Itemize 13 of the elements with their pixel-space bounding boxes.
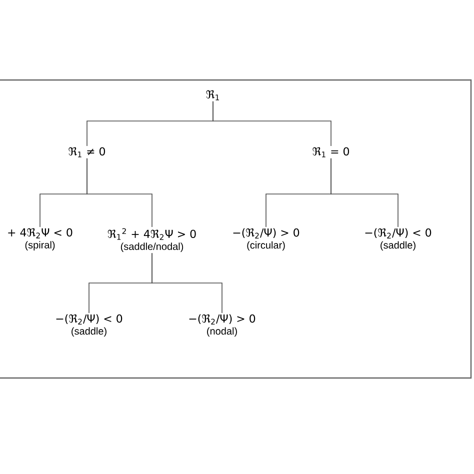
- condition-label: + 4ℜ$_{2}$Ψ < 0 (spiral): [8, 228, 72, 250]
- condition-label: −(ℜ$_{2}$/Ψ) > 0 (nodal): [189, 314, 256, 337]
- condition-label: −(ℜ$_{2}$/Ψ) > 0 (circular): [233, 228, 300, 251]
- tree-branch: [152, 252, 222, 314]
- condition-label: −(ℜ$_{2}$/Ψ) < 0 (saddle): [365, 228, 432, 251]
- condition-label: ℜ$_{1}$ ≠ 0: [68, 147, 106, 158]
- tree-branch: [212, 101, 332, 146]
- tree-branch: [86, 158, 152, 228]
- condition-label: ℜ$_{1}$: [206, 90, 219, 100]
- condition-label: ℜ$_{1}$ = 0: [312, 147, 350, 158]
- condition-label: −(ℜ$_{2}$/Ψ) < 0 (saddle): [56, 314, 122, 337]
- tree-branch: [330, 158, 398, 228]
- condition-label: ℜ$_{1}$$^{2}$ + 4ℜ$_{2}$Ψ > 0 (saddle/nodal): [108, 228, 196, 252]
